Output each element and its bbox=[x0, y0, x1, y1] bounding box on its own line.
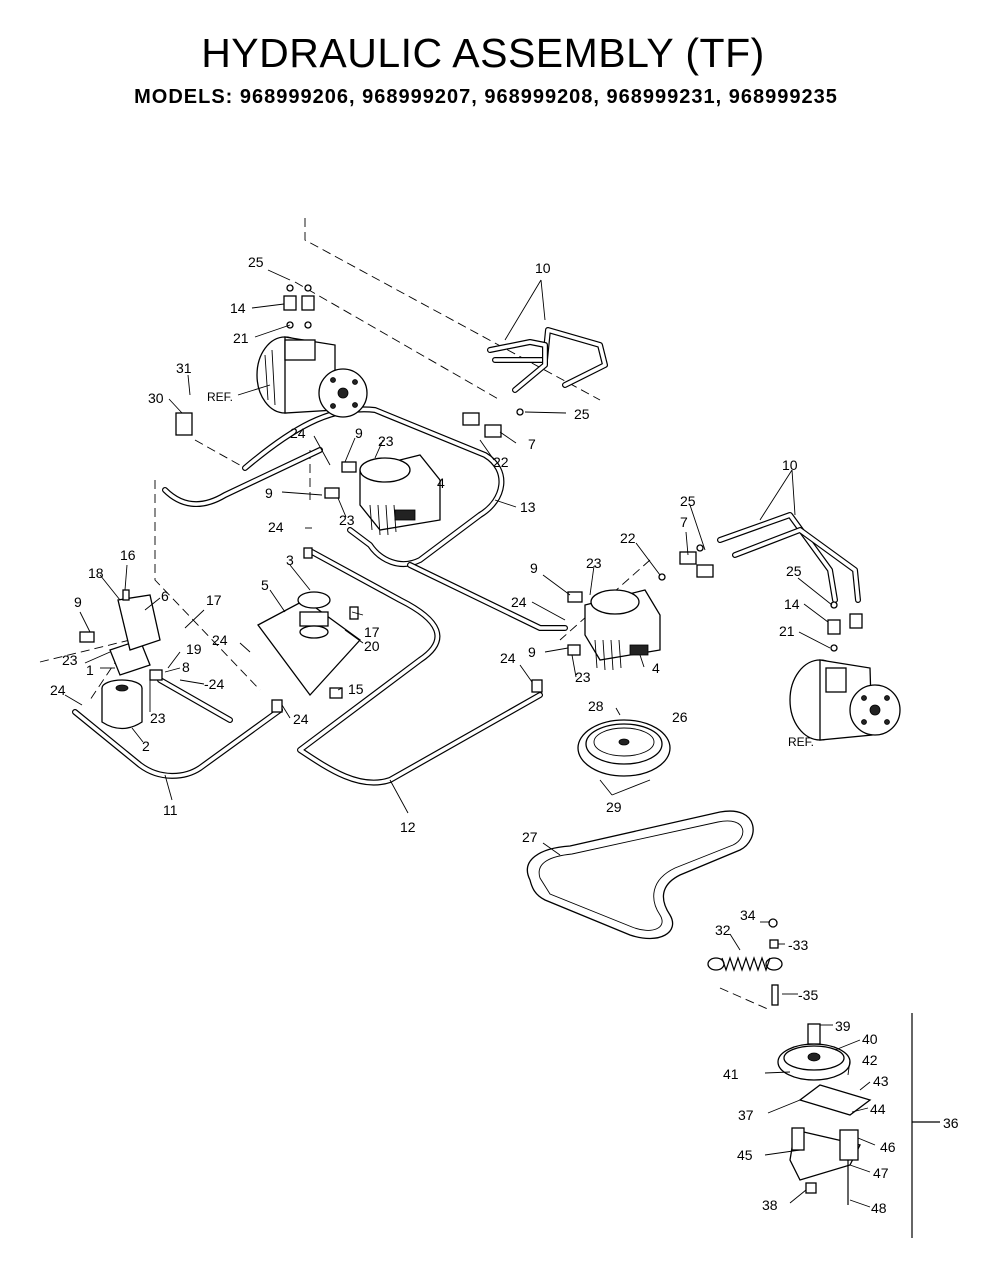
callout-44: 44 bbox=[870, 1101, 886, 1117]
callout-9: 9 bbox=[355, 425, 363, 441]
callout-24: 24 bbox=[290, 425, 306, 441]
callout-13: 13 bbox=[520, 499, 536, 515]
callout-15: 15 bbox=[348, 681, 364, 697]
callout-20: 20 bbox=[364, 638, 380, 654]
reservoir-tank bbox=[257, 591, 361, 699]
callout-23: 23 bbox=[150, 710, 166, 726]
callout-24: 24 bbox=[511, 594, 527, 610]
fittings bbox=[122, 284, 863, 713]
callout-23: 23 bbox=[378, 433, 394, 449]
callout-7: 7 bbox=[680, 514, 688, 530]
callout-22: 22 bbox=[493, 454, 509, 470]
callout-24: 24 bbox=[268, 519, 284, 535]
callout-24: 24 bbox=[500, 650, 516, 666]
callout-41: 41 bbox=[723, 1066, 739, 1082]
callout-9: 9 bbox=[528, 644, 536, 660]
drive-belt bbox=[526, 810, 754, 940]
callout-39: 39 bbox=[835, 1018, 851, 1034]
left-wheel-motor bbox=[256, 336, 368, 418]
callout-23: 23 bbox=[586, 555, 602, 571]
hose-set bbox=[72, 327, 861, 786]
callout-37: 37 bbox=[738, 1107, 754, 1123]
callout-3: 3 bbox=[286, 552, 294, 568]
callout-35: -35 bbox=[798, 987, 818, 1003]
callout-16: 16 bbox=[120, 547, 136, 563]
pump-pulley bbox=[577, 719, 671, 777]
callout-43: 43 bbox=[873, 1073, 889, 1089]
callout-2: 2 bbox=[142, 738, 150, 754]
callout-14: 14 bbox=[784, 596, 800, 612]
callout-17: 17 bbox=[206, 592, 222, 608]
callout-25: 25 bbox=[786, 563, 802, 579]
callout-30: 30 bbox=[148, 390, 164, 406]
callout-9: 9 bbox=[74, 594, 82, 610]
callout-10: 10 bbox=[535, 260, 551, 276]
callout-42: 42 bbox=[862, 1052, 878, 1068]
callout-31: 31 bbox=[176, 360, 192, 376]
callout-38: 38 bbox=[762, 1197, 778, 1213]
callout-29: 29 bbox=[606, 799, 622, 815]
callout-14: 14 bbox=[230, 300, 246, 316]
callout-25: 25 bbox=[248, 254, 264, 270]
callout-10: 10 bbox=[782, 457, 798, 473]
callout-5: 5 bbox=[261, 577, 269, 593]
idler-assembly bbox=[768, 918, 872, 1205]
callout-47: 47 bbox=[873, 1165, 889, 1181]
callout-21: 21 bbox=[233, 330, 249, 346]
callout-25: 25 bbox=[574, 406, 590, 422]
models-line: MODELS: 968999206, 968999207, 968999208,… bbox=[134, 86, 838, 108]
callout-9: 9 bbox=[265, 485, 273, 501]
callout-28: 28 bbox=[588, 698, 604, 714]
callout-34: 34 bbox=[740, 907, 756, 923]
callout-21: 21 bbox=[779, 623, 795, 639]
callout-24: 24 bbox=[293, 711, 309, 727]
callout-19: 19 bbox=[186, 641, 202, 657]
callout-24: 24 bbox=[50, 682, 66, 698]
callout-labels: 25 14 21 31 30 REF. 10 25 7 22 24 9 23 4… bbox=[50, 254, 959, 1216]
callout-46: 46 bbox=[880, 1139, 896, 1155]
ref-label: REF. bbox=[788, 735, 814, 749]
callout-22: 22 bbox=[620, 530, 636, 546]
callout-40: 40 bbox=[862, 1031, 878, 1047]
callout-45: 45 bbox=[737, 1147, 753, 1163]
callout-23: 23 bbox=[339, 512, 355, 528]
callout-24: 24 bbox=[212, 632, 228, 648]
callout-26: 26 bbox=[672, 709, 688, 725]
callout-18: 18 bbox=[88, 565, 104, 581]
ref-label: REF. bbox=[207, 390, 233, 404]
callout-36: 36 bbox=[943, 1115, 959, 1131]
idler-spring bbox=[707, 956, 783, 972]
callout-6: 6 bbox=[161, 588, 169, 604]
callout-32: 32 bbox=[715, 922, 731, 938]
callout-23: 23 bbox=[62, 652, 78, 668]
callout-48: 48 bbox=[871, 1200, 887, 1216]
lower-pump bbox=[567, 589, 661, 671]
callout-12: 12 bbox=[400, 819, 416, 835]
callout-23: 23 bbox=[575, 669, 591, 685]
oil-filter bbox=[101, 679, 143, 730]
upper-pump bbox=[324, 454, 441, 536]
callout-8: 8 bbox=[182, 659, 190, 675]
callout-4: 4 bbox=[652, 660, 660, 676]
callout-11: 11 bbox=[163, 802, 178, 818]
diagram-title: HYDRAULIC ASSEMBLY (TF) bbox=[201, 30, 765, 76]
callout-4: 4 bbox=[437, 475, 445, 491]
callout-9: 9 bbox=[530, 560, 538, 576]
callout-24: -24 bbox=[204, 676, 224, 692]
callout-33: -33 bbox=[788, 937, 808, 953]
callout-27: 27 bbox=[522, 829, 538, 845]
callout-17: 17 bbox=[364, 624, 380, 640]
filter-base bbox=[79, 594, 161, 676]
right-wheel-motor bbox=[789, 659, 901, 741]
callout-7: 7 bbox=[528, 436, 536, 452]
callout-1: 1 bbox=[86, 662, 94, 678]
leader-lines bbox=[64, 269, 876, 1208]
callout-25: 25 bbox=[680, 493, 696, 509]
